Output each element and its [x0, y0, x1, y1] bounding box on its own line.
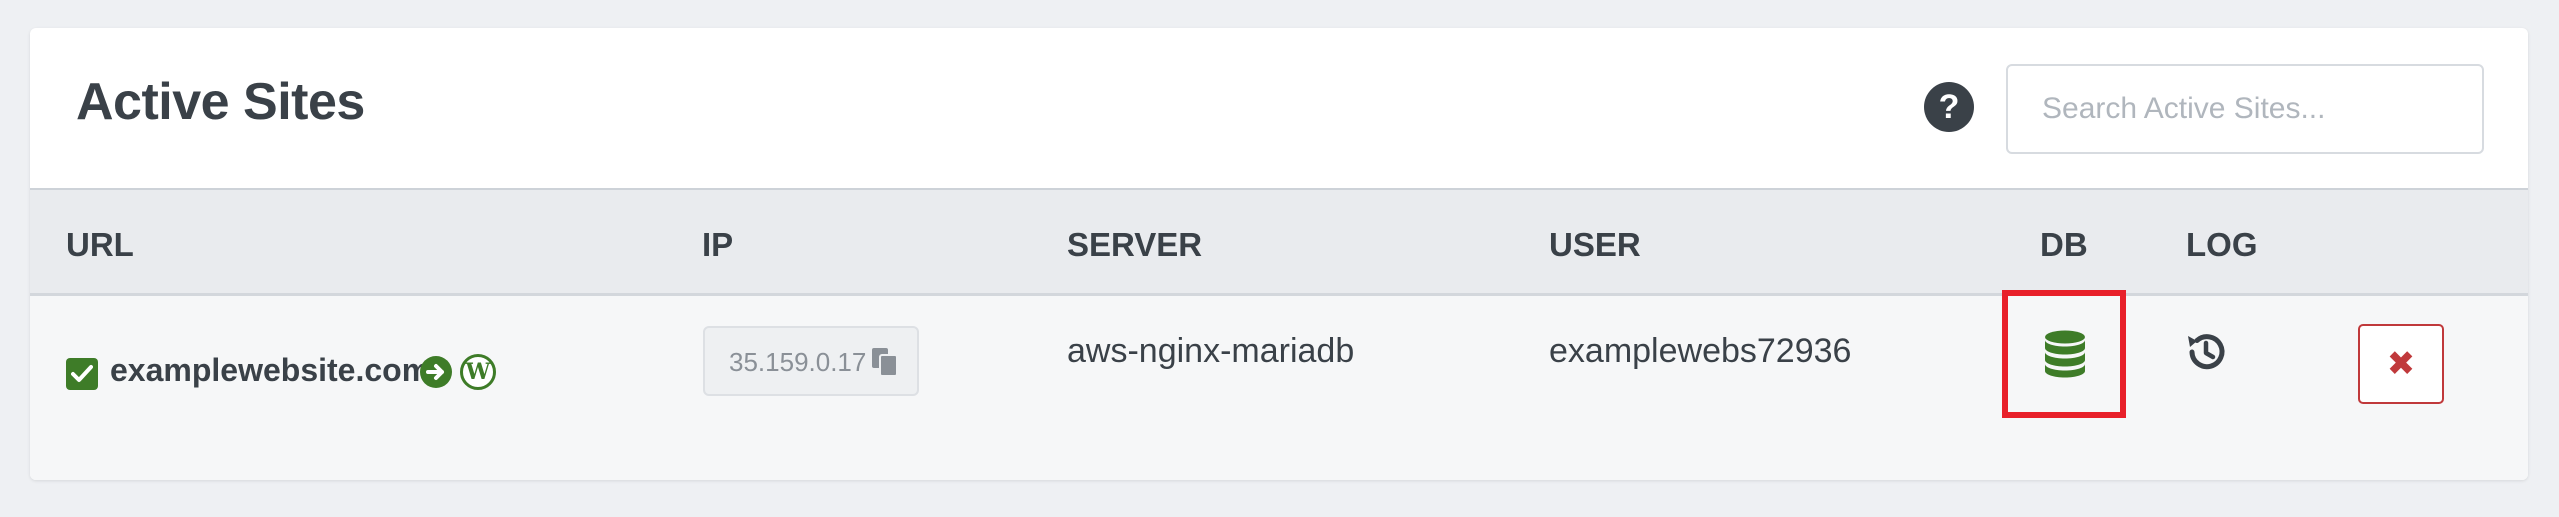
site-user: examplewebs72936 — [1549, 332, 1852, 370]
ip-copy-box[interactable]: 35.159.0.17 — [703, 326, 919, 396]
history-icon[interactable] — [2184, 330, 2228, 374]
column-header-ip: IP — [702, 226, 734, 263]
column-header-db: DB — [2040, 226, 2088, 263]
copy-icon[interactable] — [871, 347, 899, 377]
column-header-server: SERVER — [1067, 226, 1203, 263]
question-circle-icon[interactable]: ? — [1924, 82, 1974, 132]
active-sites-card: Active Sites ? URL IP SERVER USER DB LOG… — [30, 28, 2528, 480]
search-input[interactable] — [2006, 64, 2484, 154]
database-icon[interactable] — [2044, 330, 2086, 378]
table-row: examplewebsite.com W 35.159.0.17 aws-ngi… — [30, 290, 2528, 480]
card-header: Active Sites ? — [30, 28, 2528, 190]
ip-address: 35.159.0.17 — [729, 347, 867, 377]
server-name: aws-nginx-mariadb — [1067, 332, 1355, 370]
arrow-right-circle-icon[interactable] — [420, 356, 452, 388]
db-cell-highlight[interactable] — [2002, 290, 2126, 418]
column-header-url: URL — [66, 226, 134, 263]
column-header-user: USER — [1549, 226, 1641, 263]
page-title: Active Sites — [76, 73, 365, 131]
column-header-log: LOG — [2186, 226, 2258, 263]
wordpress-icon[interactable]: W — [460, 354, 496, 390]
checkbox-checked-icon[interactable] — [66, 358, 98, 390]
site-url-link[interactable]: examplewebsite.com — [110, 352, 431, 388]
table-header: URL IP SERVER USER DB LOG — [30, 190, 2528, 296]
close-icon: ✖ — [2386, 344, 2416, 384]
delete-site-button[interactable]: ✖ — [2358, 324, 2444, 404]
